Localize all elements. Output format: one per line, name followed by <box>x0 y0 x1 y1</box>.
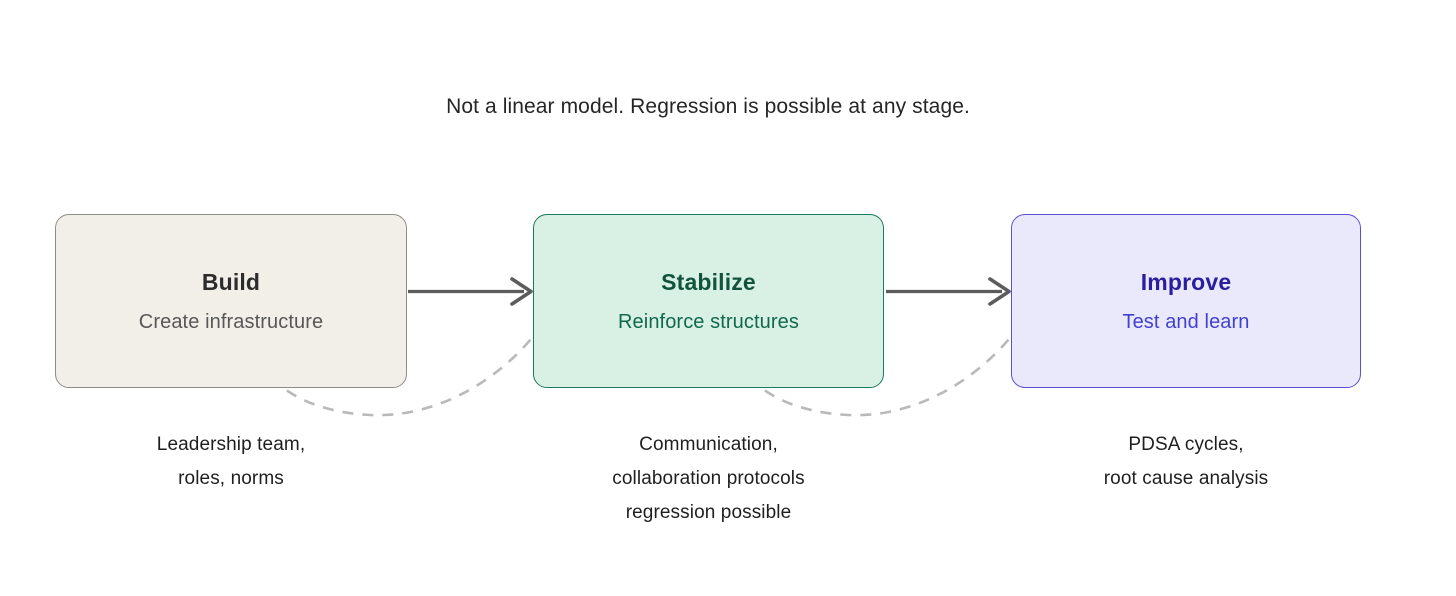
stage-note-line: regression possible <box>625 502 792 523</box>
stage-note-line: PDSA cycles, <box>1128 434 1244 455</box>
diagram-headline: Not a linear model. Regression is possib… <box>446 95 970 118</box>
stage-subtitle-improve: Test and learn <box>1122 310 1250 333</box>
stage-title-stabilize: Stabilize <box>661 268 756 295</box>
stage-box-build[interactable]: Build Create infrastructure <box>55 214 407 388</box>
stage-note-build: Leadership team, roles, norms <box>55 428 407 496</box>
stage-title-improve: Improve <box>1140 268 1232 295</box>
stage-subtitle-build: Create infrastructure <box>138 310 324 333</box>
stage-note-line: root cause analysis <box>1103 468 1269 489</box>
stage-note-line: Leadership team, <box>156 434 306 455</box>
arrow-build-to-stabilize <box>408 277 533 306</box>
arrow-stabilize-to-improve <box>886 277 1011 306</box>
stage-box-improve[interactable]: Improve Test and learn <box>1011 214 1361 388</box>
stage-subtitle-stabilize: Reinforce structures <box>618 310 799 333</box>
stage-note-stabilize: Communication, collaboration protocols r… <box>533 428 884 530</box>
stage-note-improve: PDSA cycles, root cause analysis <box>1011 428 1361 496</box>
stage-note-line: Communication, <box>639 434 778 455</box>
stage-note-line: collaboration protocols <box>612 468 805 489</box>
stage-box-stabilize[interactable]: Stabilize Reinforce structures <box>533 214 884 388</box>
stage-title-build: Build <box>201 268 261 295</box>
stage-note-line: roles, norms <box>178 468 284 489</box>
